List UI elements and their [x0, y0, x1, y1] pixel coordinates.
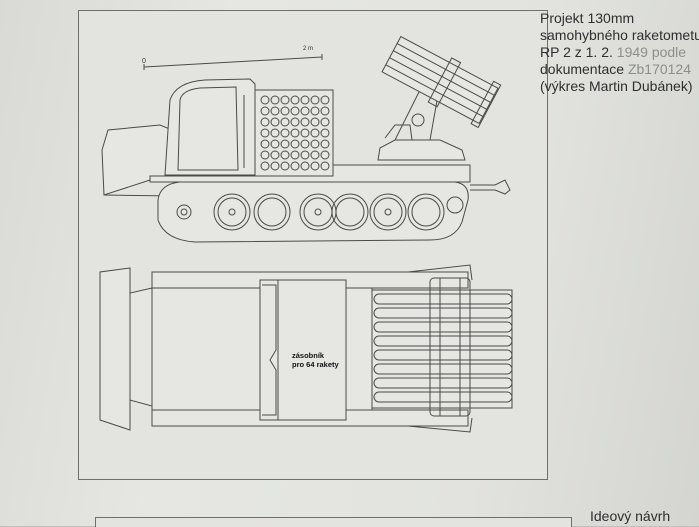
rocket-box-circles [260, 95, 330, 171]
magazine-label-line2: pro 64 rakety [292, 360, 339, 369]
scale-label: 2 m [303, 46, 314, 52]
next-figure-frame [95, 517, 572, 527]
caption-line-3a: RP 2 z 1. 2. [540, 44, 617, 60]
caption-line-4a: dokumentace [540, 61, 628, 77]
scale-bar [143, 54, 323, 70]
caption-line-2: samohybného raketometu [540, 27, 699, 43]
caption-line-4b: Zb170124 [627, 61, 692, 77]
caption-line-1: Projekt 130mm [540, 10, 635, 26]
top-view [99, 264, 513, 433]
caption-line-3b: 1949 podle [616, 44, 687, 60]
magazine-label-line1: zásobník [292, 351, 325, 360]
caption-line-5: (výkres Martin Dubánek) [540, 78, 693, 94]
launcher-tubes-top [371, 264, 513, 433]
figure-caption: Projekt 130mm samohybného raketometu RP … [540, 10, 699, 95]
scale-zero-label: 0 [142, 58, 146, 65]
magazine-label: zásobník pro 64 rakety [292, 351, 352, 369]
launcher-tubes-side [381, 35, 502, 129]
side-view [101, 35, 511, 243]
caption-line-3: RP 2 z 1. 2. 1949 podle [540, 44, 699, 61]
caption-line-4: dokumentace Zb170124 [540, 61, 699, 78]
next-section-title: Ideový návrh [590, 508, 671, 524]
